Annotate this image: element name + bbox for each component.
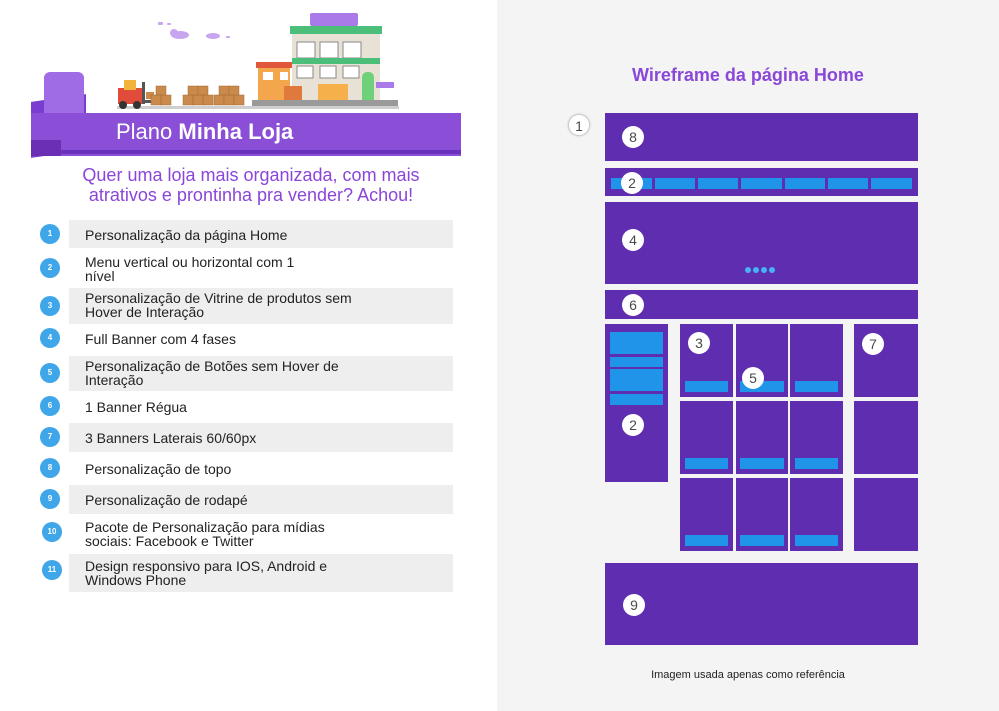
store-illustration [117,13,399,109]
feature-text: Personalização de Botões sem Hover de In… [85,358,339,388]
list-item: 5 Personalização de Botões sem Hover de … [40,356,454,391]
wireframe-panel: Wireframe da página Home 1 8 2 4 6 2 3 5 [497,0,999,711]
side-banner [854,401,918,474]
side-banner [854,478,918,551]
list-item: 3 Personalização de Vitrine de produtos … [40,288,454,324]
menu-item [655,178,695,189]
list-item-bg [69,485,453,514]
feature-text: Design responsivo para IOS, Android e Wi… [85,558,328,588]
number-badge: 1 [40,224,60,244]
product-button [740,458,784,469]
vertical-menu-item [610,369,663,391]
wireframe-footer [605,563,918,645]
menu-item [698,178,738,189]
marker-1: 1 [568,114,590,136]
list-item: 1 Personalização da página Home [40,220,454,248]
feature-text: Personalização de Vitrine de produtos se… [85,290,352,320]
number-badge: 7 [40,427,60,447]
product-button [795,535,838,546]
number-badge: 6 [40,396,60,416]
list-item: 10 Pacote de Personalização para mídias … [40,517,454,552]
plan-ribbon [31,113,461,156]
marker-4: 4 [622,229,644,251]
wireframe-header [605,113,918,161]
number-badge: 10 [42,522,62,542]
feature-text: Personalização da página Home [85,227,288,243]
forklift-icon [118,80,155,109]
feature-text: 1 Banner Régua [85,399,187,415]
menu-item [828,178,868,189]
plan-title-light: Plano [116,119,173,144]
banner-dot [769,267,775,273]
vertical-menu-item [610,357,663,367]
store-building-icon [252,13,398,106]
product-button [740,535,784,546]
banner-dot [761,267,767,273]
number-badge: 5 [40,363,60,383]
list-item-bg [69,423,453,452]
banner-dot [745,267,751,273]
feature-text: Personalização de topo [85,461,232,477]
number-badge: 8 [40,458,60,478]
product-button [685,535,728,546]
product-button [740,381,784,392]
product-button [685,458,728,469]
feature-text: Menu vertical ou horizontal com 1 nível [85,254,295,284]
list-item: 9 Personalização de rodapé [40,485,454,514]
menu-item [785,178,825,189]
menu-item [871,178,912,189]
number-badge: 11 [42,560,62,580]
marker-2: 2 [621,172,643,194]
side-banner [854,324,918,397]
list-item-bg [69,356,453,391]
marker-5: 5 [742,367,764,389]
product-button [795,458,838,469]
product-button [685,381,728,392]
cloud-icon [158,22,230,39]
marker-8: 8 [622,126,644,148]
marker-3: 3 [688,332,710,354]
plan-title-bold: Minha Loja [178,119,294,144]
list-item-bg [69,220,453,248]
plan-tagline: Quer uma loja mais organizada, com mais … [82,165,420,205]
product-button [795,381,838,392]
plan-panel: Plano Minha Loja Quer uma loja mais orga… [0,0,497,711]
vertical-menu-item [610,332,663,354]
plan-title: Plano Minha Loja [116,119,293,145]
list-item: 8 Personalização de topo [40,454,454,482]
number-badge: 3 [40,296,60,316]
ribbon-edge [31,150,461,154]
marker-7: 7 [862,333,884,355]
number-badge: 9 [40,489,60,509]
boxes-icon [150,85,245,106]
marker-9: 9 [623,594,645,616]
list-item-bg [69,554,453,592]
list-item: 7 3 Banners Laterais 60/60px [40,423,454,452]
list-item: 2 Menu vertical ou horizontal com 1 níve… [40,253,454,287]
list-item-bg [69,288,453,324]
menu-item [741,178,782,189]
vertical-menu-item [610,394,663,405]
number-badge: 2 [40,258,60,278]
ribbon-fold [31,140,61,156]
wireframe-banner-regua [605,290,918,319]
reference-note: Imagem usada apenas como referência [651,669,845,681]
list-item: 4 Full Banner com 4 fases [40,326,454,354]
feature-text: Pacote de Personalização para mídias soc… [85,519,325,549]
list-item: 11 Design responsivo para IOS, Android e… [40,554,454,592]
number-badge: 4 [40,328,60,348]
banner-dot [753,267,759,273]
wireframe-title: Wireframe da página Home [632,65,864,85]
feature-text: Personalização de rodapé [85,492,248,508]
marker-6: 6 [622,294,644,316]
feature-text: 3 Banners Laterais 60/60px [85,430,257,446]
feature-text: Full Banner com 4 fases [85,331,236,347]
list-item: 6 1 Banner Régua [40,393,454,421]
marker-2-side: 2 [622,414,644,436]
